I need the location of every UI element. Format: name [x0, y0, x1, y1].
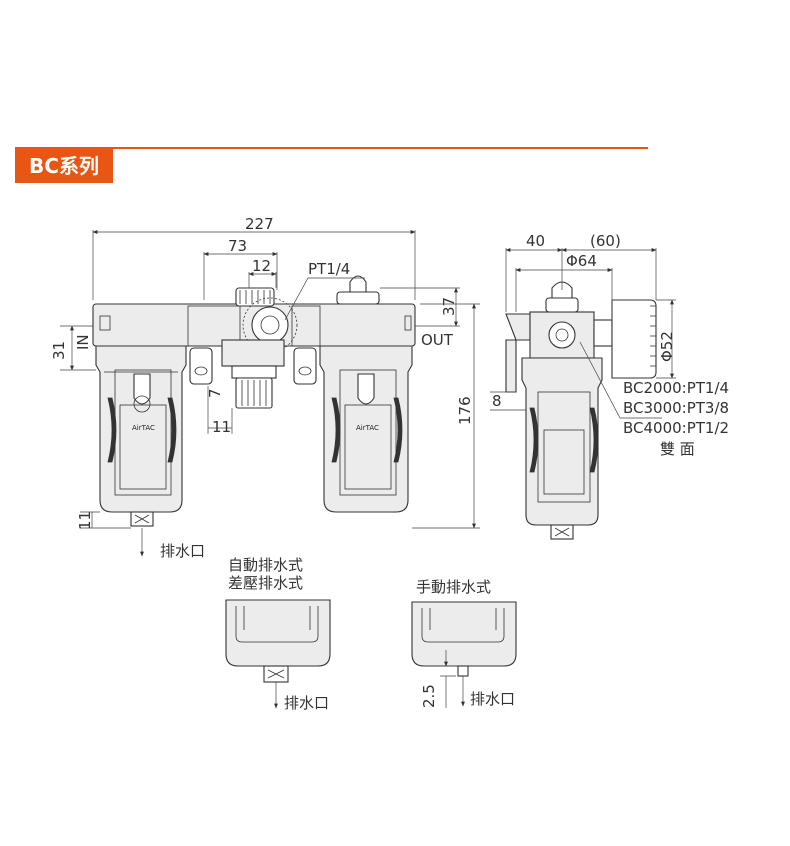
label-drain-port: 排水口 [160, 542, 205, 560]
label-in: IN [74, 334, 92, 350]
manual-drain-title: 手動排水式 [416, 578, 491, 596]
double-side-note: 雙 面 [660, 440, 695, 458]
auto-drain-title-1: 自動排水式 [228, 556, 303, 574]
manual-drain-variant: 手動排水式 2.5 排水口 [411, 578, 517, 708]
dim-total-height: 176 [456, 396, 474, 425]
auto-drain-port-label: 排水口 [284, 694, 329, 712]
dim-bracket-offset: 8 [492, 392, 502, 410]
port-spec-bc2000: BC2000:PT1/4 [623, 379, 729, 397]
label-out: OUT [421, 331, 454, 349]
dim-side-offset: 7 [206, 388, 224, 398]
auto-drain-variant: 自動排水式 差壓排水式 排水口 [225, 556, 331, 712]
auto-drain-title-2: 差壓排水式 [228, 574, 303, 592]
dim-diameter-gauge: Φ52 [658, 331, 676, 362]
manual-drain-port-label: 排水口 [470, 690, 515, 708]
dim-center-pitch: 73 [228, 237, 247, 255]
dim-drain-height: 11 [76, 511, 94, 530]
dim-depth-front: 40 [526, 232, 545, 250]
dim-overall-width: 227 [245, 215, 274, 233]
port-spec-bc3000: BC3000:PT3/8 [623, 399, 729, 417]
dim-depth-back: (60) [590, 232, 621, 250]
dim-port-thread: PT1/4 [308, 260, 350, 278]
side-view: 40 (60) Φ64 Φ52 8 BC2000:PT1/4 BC3000:PT… [490, 232, 729, 540]
filter-bowl: AirTAC [95, 345, 187, 527]
dim-port-height: 37 [440, 297, 458, 316]
brand-logo: AirTAC [132, 424, 155, 432]
brand-logo: AirTAC [356, 424, 379, 432]
header-rule [15, 147, 648, 149]
series-title-badge: BC系列 [15, 149, 113, 183]
lubricator: AirTAC [319, 275, 413, 513]
dim-manual-drain: 2.5 [420, 684, 438, 708]
dim-regulator-offset: 11 [212, 418, 231, 436]
dim-gauge-width: 12 [252, 257, 271, 275]
dim-diameter-body: Φ64 [566, 252, 597, 270]
regulator [189, 287, 317, 409]
front-view: AirTAC [50, 215, 480, 560]
dim-inlet-height: 31 [50, 341, 68, 360]
port-spec-bc4000: BC4000:PT1/2 [623, 419, 729, 437]
